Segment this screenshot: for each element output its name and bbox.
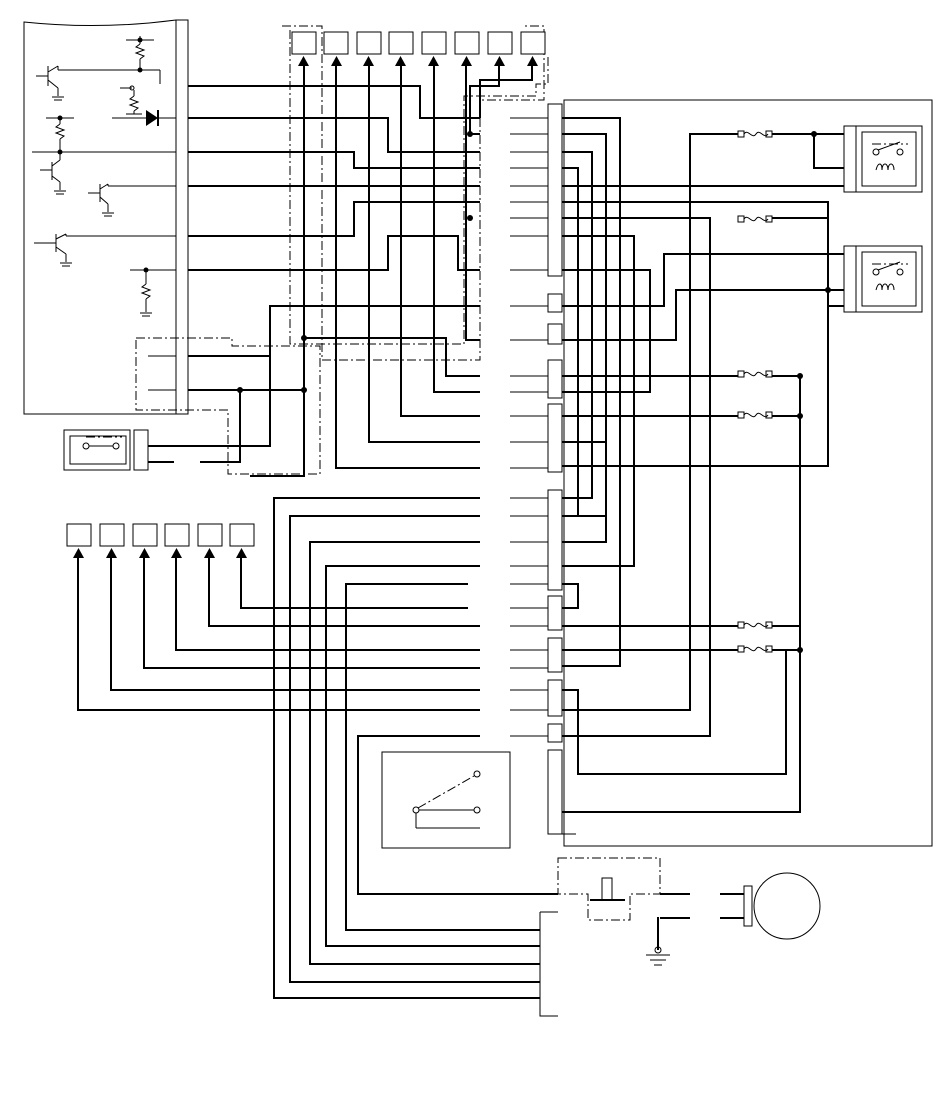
relay-1 bbox=[843, 125, 923, 193]
resistor-icon bbox=[126, 36, 161, 84]
diode-icon bbox=[112, 110, 176, 126]
transistor-icon bbox=[88, 183, 176, 217]
right-panel bbox=[563, 99, 933, 847]
transistor-icon bbox=[34, 233, 176, 267]
terminal-b bbox=[99, 523, 125, 547]
transistor-icon bbox=[40, 152, 66, 195]
fuse-group bbox=[737, 130, 773, 653]
motor-connector bbox=[557, 857, 661, 921]
relay-2 bbox=[843, 245, 923, 313]
fuse-icon bbox=[737, 645, 773, 653]
terminal-1 bbox=[291, 31, 317, 55]
terminal-d bbox=[164, 523, 190, 547]
motor bbox=[743, 872, 821, 940]
fuse-icon bbox=[737, 215, 773, 223]
selector-switch bbox=[381, 751, 511, 849]
terminal-7 bbox=[487, 31, 513, 55]
terminal-a bbox=[66, 523, 92, 547]
fuse-icon bbox=[737, 130, 773, 138]
terminal-2 bbox=[323, 31, 349, 55]
terminal-8 bbox=[520, 31, 546, 55]
terminal-5 bbox=[421, 31, 447, 55]
terminal-3 bbox=[356, 31, 382, 55]
transistor-icon bbox=[36, 65, 140, 101]
junctions bbox=[237, 131, 831, 653]
resistor-icon bbox=[130, 269, 176, 317]
top-terminal-row bbox=[282, 25, 549, 361]
coil-icon bbox=[875, 283, 895, 291]
wiring bbox=[77, 66, 844, 1017]
fuse-icon bbox=[737, 370, 773, 378]
control-module bbox=[23, 19, 321, 475]
terminal-e bbox=[197, 523, 223, 547]
terminal-f bbox=[229, 523, 255, 547]
coil-icon bbox=[875, 163, 895, 171]
terminal-c bbox=[132, 523, 158, 547]
resistor-icon bbox=[46, 117, 74, 152]
left-terminal-row bbox=[66, 523, 255, 558]
terminal-6 bbox=[454, 31, 480, 55]
central-connector bbox=[547, 103, 576, 835]
terminal-4 bbox=[388, 31, 414, 55]
fuse-icon bbox=[737, 411, 773, 419]
door-switch bbox=[63, 429, 149, 471]
fuse-icon bbox=[737, 621, 773, 629]
ground-icon bbox=[646, 917, 670, 966]
resistor-icon bbox=[120, 85, 142, 115]
